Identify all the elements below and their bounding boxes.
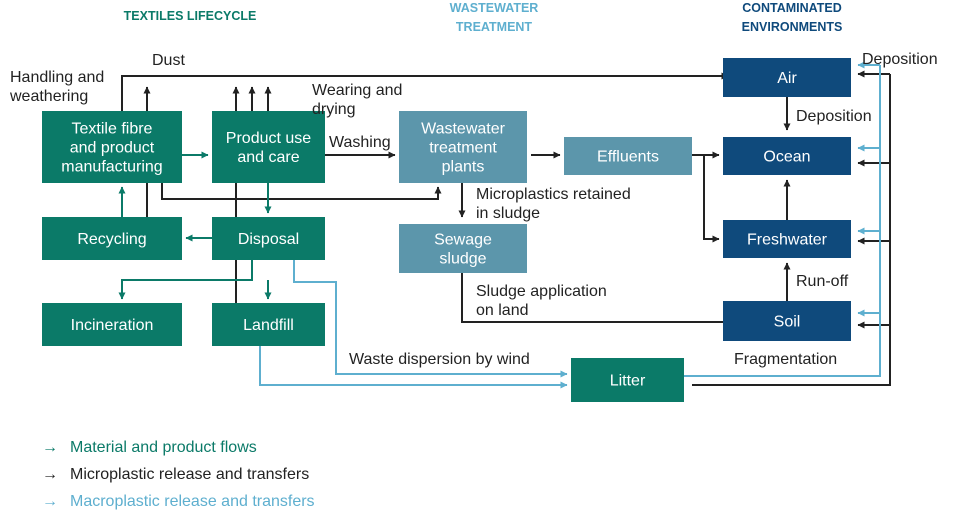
- box-disposal: Disposal: [212, 217, 325, 260]
- box-recycling: Recycling: [42, 217, 182, 260]
- box-landfill-label: Landfill: [243, 317, 294, 334]
- label-dust: Dust: [152, 52, 185, 69]
- box-landfill-bg: [212, 303, 325, 346]
- box-disposal-label: Disposal: [238, 231, 299, 248]
- box-soil-bg: [723, 301, 851, 341]
- label-washing: Washing: [329, 134, 391, 151]
- label-runoff: Run-off: [796, 273, 849, 290]
- box-soil-label: Soil: [774, 314, 801, 331]
- box-sewage-sludge-label: sludge: [439, 251, 486, 268]
- flow-arrows: [118, 61, 891, 389]
- box-effluents-label: Effluents: [597, 149, 659, 166]
- box-disposal-bg: [212, 217, 325, 260]
- box-textile-fibre-label: Textile fibre: [72, 121, 153, 138]
- header-contaminated: CONTAMINATED: [742, 1, 842, 15]
- legend-material-flows: Material and product flows: [70, 439, 257, 456]
- arrow-disposal-wind: [293, 260, 568, 378]
- box-wastewater-plants-label: Wastewater: [421, 121, 506, 138]
- arrow-litter-fragmentation: [684, 65, 881, 377]
- label-deposition-top: Deposition: [862, 51, 938, 68]
- node-boxes: Textile fibre and product manufacturing Pro…: [42, 58, 851, 402]
- legend-arrow-material: →: [42, 439, 58, 456]
- box-freshwater: Freshwater: [723, 220, 851, 258]
- box-effluents-bg: [564, 137, 692, 175]
- box-sewage-sludge-bg: [399, 224, 527, 273]
- label-wearing: drying: [312, 101, 356, 118]
- box-landfill: Landfill: [212, 303, 325, 346]
- box-incineration-label: Incineration: [71, 317, 154, 334]
- box-wastewater-plants-bg: [399, 111, 527, 183]
- label-handling: Handling and: [10, 69, 104, 86]
- label-deposition-mid: Deposition: [796, 108, 872, 125]
- label-retained: in sludge: [476, 205, 540, 222]
- label-fragmentation: Fragmentation: [734, 351, 837, 368]
- box-litter-bg: [571, 358, 684, 402]
- box-freshwater-label: Freshwater: [747, 232, 828, 249]
- box-effluents: Effluents: [564, 137, 692, 175]
- box-air: Air: [723, 58, 851, 97]
- box-incineration-bg: [42, 303, 182, 346]
- box-textile-fibre-label: and product: [70, 140, 155, 157]
- box-textile-fibre-label: manufacturing: [61, 159, 162, 176]
- arrow-disposal-branch: [118, 260, 253, 300]
- label-sludge-application: Sludge application: [476, 283, 607, 300]
- box-textile-fibre: Textile fibre and product manufacturing: [42, 111, 182, 183]
- box-incineration: Incineration: [42, 303, 182, 346]
- box-textile-fibre-bg: [42, 111, 182, 183]
- arrow-right-rail-black: [692, 74, 891, 386]
- box-product-use-label: Product use: [226, 130, 311, 147]
- legend-macroplastic: Macroplastic release and transfers: [70, 493, 315, 510]
- box-freshwater-bg: [723, 220, 851, 258]
- box-ocean-label: Ocean: [763, 149, 810, 166]
- arrow-effluents-to-freshwater: [703, 155, 720, 243]
- box-litter-label: Litter: [610, 373, 646, 390]
- box-air-label: Air: [777, 70, 797, 87]
- box-soil: Soil: [723, 301, 851, 341]
- legend-arrow-micro: →: [42, 466, 58, 483]
- label-waste-dispersion: Waste dispersion by wind: [349, 351, 530, 368]
- box-recycling-label: Recycling: [77, 231, 146, 248]
- legend: → Material and product flows → Microplas…: [42, 439, 315, 510]
- header-wastewater: WASTEWATER: [450, 1, 539, 15]
- header-environments: ENVIRONMENTS: [742, 20, 843, 34]
- box-ocean: Ocean: [723, 137, 851, 175]
- arrow-manufacturing-to-wastewater: [161, 183, 442, 200]
- label-sludge-application: on land: [476, 302, 529, 319]
- legend-arrow-macro: →: [42, 493, 58, 510]
- header-treatment: TREATMENT: [456, 20, 533, 34]
- column-headers: TEXTILES LIFECYCLE WASTEWATER TREATMENT …: [124, 1, 843, 34]
- box-sewage-sludge-label: Sewage: [434, 232, 492, 249]
- box-sewage-sludge: Sewage sludge: [399, 224, 527, 273]
- box-ocean-bg: [723, 137, 851, 175]
- box-litter: Litter: [571, 358, 684, 402]
- box-wastewater-plants: Wastewater treatment plants: [399, 111, 527, 183]
- label-handling: weathering: [9, 88, 88, 105]
- box-product-use: Product use and care: [212, 111, 325, 183]
- arrow-handling-to-air: [121, 72, 729, 111]
- label-retained: Microplastics retained: [476, 186, 631, 203]
- legend-microplastic: Microplastic release and transfers: [70, 466, 309, 483]
- box-product-use-label: and care: [237, 149, 299, 166]
- box-wastewater-plants-label: plants: [442, 159, 485, 176]
- box-recycling-bg: [42, 217, 182, 260]
- label-wearing: Wearing and: [312, 82, 402, 99]
- box-product-use-bg: [212, 111, 325, 183]
- arrow-landfill-to-litter: [259, 346, 568, 389]
- header-textiles-lifecycle: TEXTILES LIFECYCLE: [124, 9, 257, 23]
- box-air-bg: [723, 58, 851, 97]
- box-wastewater-plants-label: treatment: [429, 140, 497, 157]
- arrow-sludge-to-soil: [461, 273, 723, 323]
